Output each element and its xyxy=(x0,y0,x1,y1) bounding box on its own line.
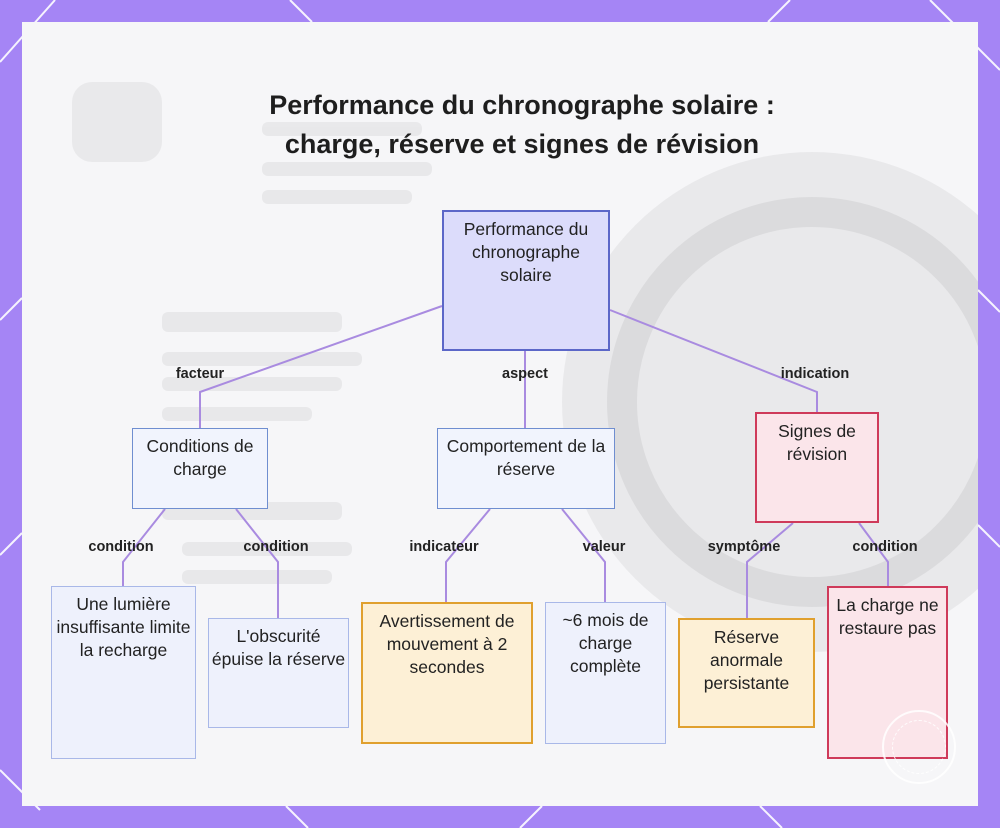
edge-label-facteur: facteur xyxy=(175,366,225,382)
node-low-light: Une lumière insuffisante limite la recha… xyxy=(51,586,196,759)
node-root-performance: Performance du chronographe solaire xyxy=(442,210,610,351)
node-label: L'obscurité épuise la réserve xyxy=(211,626,346,669)
node-abnormal-reserve: Réserve anormale persistante xyxy=(678,618,815,728)
edge-label-symptome: symptôme xyxy=(707,539,781,555)
node-label: La charge ne restaure pas xyxy=(836,595,939,638)
diagram-card: Performance du chronographe solaire : ch… xyxy=(22,22,978,806)
seal-logo xyxy=(882,710,956,784)
edge-label-condition: condition xyxy=(852,539,918,555)
edge-label-condition: condition xyxy=(88,539,154,555)
node-label: Avertissement de mouvement à 2 secondes xyxy=(379,611,515,677)
node-darkness: L'obscurité épuise la réserve xyxy=(208,618,349,728)
node-revision-signs: Signes de révision xyxy=(755,412,879,523)
node-label: Comportement de la réserve xyxy=(446,436,606,479)
node-reserve-behavior: Comportement de la réserve xyxy=(437,428,615,509)
node-label: Conditions de charge xyxy=(146,436,254,479)
node-charge-conditions: Conditions de charge xyxy=(132,428,268,509)
edge-label-valeur: valeur xyxy=(582,539,626,555)
edge-label-aspect: aspect xyxy=(502,366,548,382)
node-two-second-warning: Avertissement de mouvement à 2 secondes xyxy=(361,602,533,744)
node-six-months: ~6 mois de charge complète xyxy=(545,602,666,744)
edge-label-condition: condition xyxy=(243,539,309,555)
edge-label-indicateur: indicateur xyxy=(409,539,479,555)
node-label: Réserve anormale persistante xyxy=(703,627,790,693)
node-label: Une lumière insuffisante limite la recha… xyxy=(56,594,191,660)
node-label: ~6 mois de charge complète xyxy=(562,610,649,676)
diagram-title: Performance du chronographe solaire : ch… xyxy=(269,90,775,159)
node-label: Signes de révision xyxy=(778,421,856,464)
node-label: Performance du chronographe solaire xyxy=(463,219,589,285)
edge-label-indication: indication xyxy=(780,366,850,382)
connector-lines xyxy=(122,305,889,618)
